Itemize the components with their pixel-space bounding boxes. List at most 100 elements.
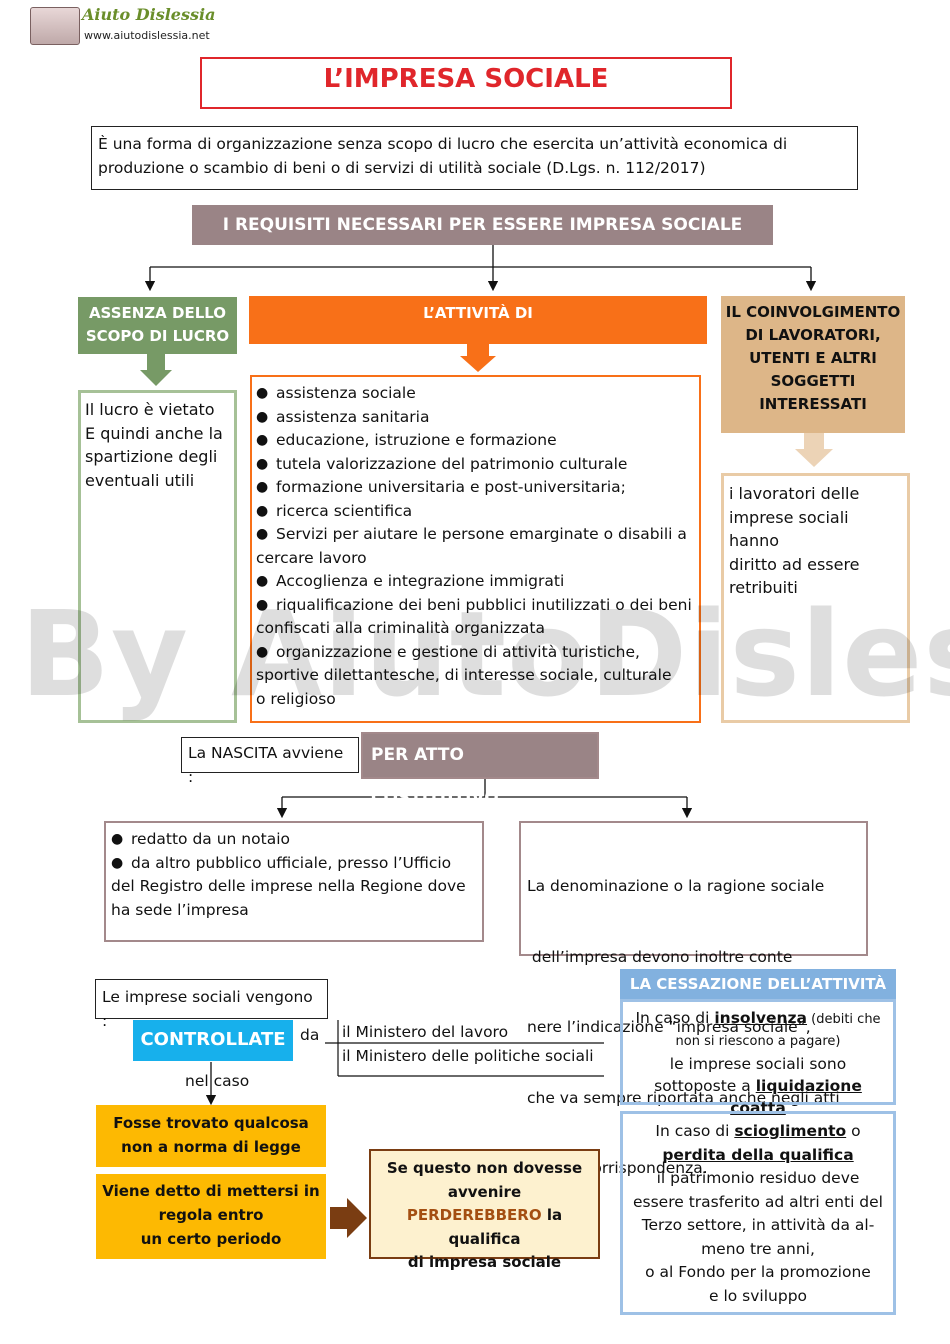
col1-line: E quindi anche la — [85, 423, 223, 443]
nel-caso-label: nel caso — [185, 1072, 250, 1090]
cessazione-box1-line: le imprese sociali sono — [669, 1055, 847, 1073]
list-item: Servizi per aiutare le persone emarginat… — [256, 523, 695, 570]
list-item-line: cercare lavoro — [256, 548, 367, 567]
controllo-intro: Le imprese sociali vengono : — [95, 979, 328, 1030]
caso2-line: regola entro — [158, 1206, 264, 1224]
col1-heading-line: SCOPO DI LUCRO — [85, 327, 230, 345]
col1-line: eventuali utili — [85, 470, 195, 490]
esito-arrow-icon — [330, 1207, 348, 1229]
col1-down-arrow-icon — [147, 354, 165, 370]
logo-url: www.aiutodislessia.net — [84, 29, 210, 42]
controllate-label: CONTROLLATE — [133, 1020, 293, 1061]
text-fragment: In caso di — [635, 1009, 715, 1027]
col3-heading-line: SOGGETTI — [770, 372, 856, 390]
caso2-line: un certo periodo — [140, 1230, 282, 1248]
esito-line: Se questo non dovesse — [386, 1159, 583, 1177]
col3-heading-line: UTENTI E ALTRI — [749, 349, 877, 367]
list-item-line: sportive dilettantesche, di interesse so… — [256, 666, 672, 684]
col3-line: diritto ad essere — [729, 554, 860, 574]
col2-heading: L’ATTIVITÀ DI — [249, 296, 707, 344]
nascita-right-line: La denominazione o la ragione sociale — [527, 877, 825, 895]
list-item: Accoglienza e integrazione immigrati — [256, 570, 695, 594]
nascita-right-line: dell’impresa devono inoltre conte — [527, 947, 793, 966]
scioglimento-word: scioglimento — [734, 1122, 847, 1140]
caso1-line: non a norma di legge — [121, 1138, 301, 1156]
col3-heading-line: DI LAVORATORI, — [745, 326, 881, 344]
perderebbero-word: PERDEREBBERO — [406, 1206, 542, 1224]
list-item: tutela valorizzazione del patrimonio cul… — [256, 453, 695, 477]
cessazione-box2-line: In caso di scioglimento o — [625, 1120, 891, 1144]
col3-line: imprese sociali hanno — [729, 507, 849, 551]
list-item-line: Servizi per aiutare le persone emarginat… — [256, 523, 695, 547]
list-item-line: da altro pubblico ufficiale, presso l’Uf… — [111, 852, 477, 876]
definition-line: produzione o scambio di beni o di serviz… — [98, 159, 706, 177]
list-item: ricerca scientifica — [256, 500, 695, 524]
text-fragment: (debiti che — [807, 1012, 881, 1027]
caso2-line: Viene detto di mettersi in — [102, 1182, 320, 1200]
list-item: da altro pubblico ufficiale, presso l’Uf… — [111, 852, 477, 923]
list-item-line: confiscati alla criminalità organizzata — [256, 619, 545, 637]
cessazione-box-2: In caso di scioglimento o perdita della … — [620, 1111, 896, 1315]
page-title: L’IMPRESA SOCIALE — [200, 57, 732, 109]
list-item-line: o religioso — [256, 689, 336, 708]
cessazione-box2-line: Terzo settore, in attività da al- — [641, 1216, 875, 1234]
nascita-label: La NASCITA avviene : — [181, 737, 359, 786]
book-icon — [30, 7, 80, 45]
col3-line: i lavoratori delle — [729, 484, 860, 503]
controllo-da: da — [300, 1026, 320, 1044]
definition-box: È una forma di organizzazione senza scop… — [91, 126, 858, 190]
col2-list: assistenza sociale assistenza sanitaria … — [250, 375, 701, 723]
cessazione-box1-line: non si riescono a pagare) — [675, 1034, 841, 1049]
text-fragment: sottoposte a — [654, 1077, 756, 1095]
list-item: organizzazione e gestione di attività tu… — [256, 641, 695, 712]
list-item-line: riqualificazione dei beni pubblici inuti… — [256, 594, 695, 618]
ministero-2: il Ministero delle politiche sociali — [342, 1047, 594, 1065]
list-item-line: ha sede l’impresa — [111, 900, 249, 919]
nascita-right-line: nere l’indicazione “impresa sociale”, — [527, 1018, 811, 1036]
esito-line: avvenire — [447, 1182, 522, 1201]
esito-line-rest: la qualifica — [448, 1206, 563, 1248]
list-item-line: organizzazione e gestione di attività tu… — [256, 641, 695, 665]
cessazione-box2-line: meno tre anni, — [701, 1239, 815, 1258]
esito-line: PERDEREBBERO la qualifica — [371, 1204, 598, 1251]
col1-down-arrow-head-icon — [140, 370, 172, 386]
cessazione-box2-line: il patrimonio residuo deve — [656, 1169, 860, 1187]
col3-line: retribuiti — [729, 578, 798, 597]
col3-heading-line: IL COINVOLGIMENTO — [725, 303, 901, 321]
list-item: redatto da un notaio — [111, 828, 477, 852]
col1-body: Il lucro è vietato E quindi anche la spa… — [78, 390, 237, 723]
text-fragment: o — [846, 1122, 861, 1140]
esito-line: di impresa sociale — [407, 1253, 562, 1271]
col1-heading: ASSENZA DELLO SCOPO DI LUCRO — [78, 297, 237, 354]
list-item: formazione universitaria e post-universi… — [256, 476, 695, 500]
cessazione-box2-line: essere trasferito ad altri enti del — [632, 1192, 883, 1211]
cessazione-box2-line: o al Fondo per la promozione — [645, 1263, 871, 1281]
cessazione-box-1: In caso di insolvenza (debiti che non si… — [620, 999, 896, 1117]
cessazione-box2-line: e lo sviluppo — [708, 1286, 808, 1305]
text-fragment: In caso di — [655, 1122, 735, 1140]
caso2-box: Viene detto di mettersi in regola entro … — [96, 1174, 326, 1259]
col3-heading: IL COINVOLGIMENTO DI LAVORATORI, UTENTI … — [721, 296, 905, 433]
nascita-left-box: redatto da un notaio da altro pubblico u… — [104, 821, 484, 942]
cessazione-heading: LA CESSAZIONE DELL’ATTIVITÀ — [620, 969, 896, 999]
list-item: assistenza sanitaria — [256, 406, 695, 430]
nascita-right-box: La denominazione o la ragione sociale de… — [519, 821, 868, 1177]
list-item: riqualificazione dei beni pubblici inuti… — [256, 594, 695, 641]
insolvenza-word: insolvenza — [714, 1009, 808, 1027]
col3-heading-line: INTERESSATI — [759, 395, 867, 413]
requisiti-heading: I REQUISITI NECESSARI PER ESSERE IMPRESA… — [192, 205, 773, 245]
col3-down-arrow-head-icon — [795, 449, 833, 467]
caso1-box: Fosse trovato qualcosa non a norma di le… — [96, 1105, 326, 1167]
esito-arrow-head-icon — [347, 1198, 367, 1238]
col1-line: spartizione degli — [85, 447, 218, 466]
ministero-1: il Ministero del lavoro — [342, 1023, 509, 1041]
col3-body: i lavoratori delle imprese sociali hanno… — [721, 473, 910, 723]
col1-line: Il lucro è vietato — [85, 400, 215, 419]
logo-name: Aiuto Dislessia — [82, 5, 216, 24]
logo: Aiuto Dislessia www.aiutodislessia.net — [30, 5, 220, 47]
cessazione-box1-line: In caso di insolvenza (debiti che — [625, 1007, 891, 1031]
nascita-value: PER ATTO COSTITUTIVO — [361, 732, 599, 808]
col1-heading-line: ASSENZA DELLO — [88, 304, 227, 322]
list-item: educazione, istruzione e formazione — [256, 429, 695, 453]
